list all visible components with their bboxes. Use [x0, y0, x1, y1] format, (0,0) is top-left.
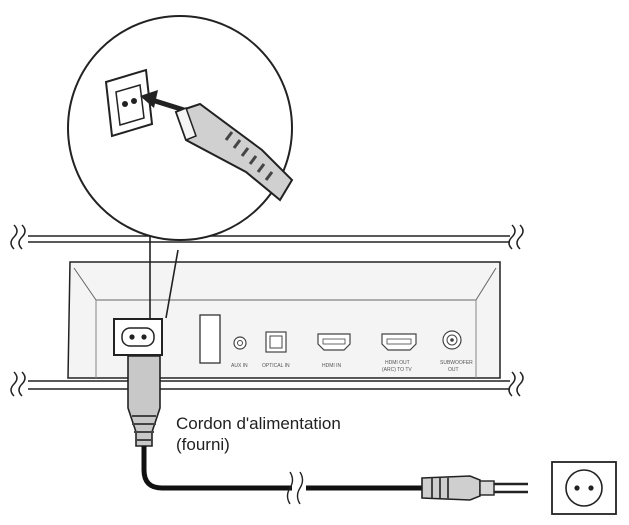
aux-in-jack-icon	[233, 336, 247, 350]
ac-inlet-icon	[113, 318, 163, 356]
optical-in-port-icon	[265, 331, 287, 353]
zoom-circle	[67, 15, 293, 241]
magnified-plug-icon	[174, 102, 294, 202]
break-mark-icon	[10, 224, 524, 397]
hdmi-in-port-icon	[317, 333, 351, 351]
hdmi-in-label: HDMI IN	[322, 363, 342, 369]
callout-line-2: (fourni)	[176, 435, 230, 454]
subwoofer-label-1: SUBWOOFER	[440, 360, 473, 366]
soundbar-rear: AUX IN OPTICAL IN HDMI IN HDMI OUT (ARC)…	[10, 224, 524, 397]
optical-in-label: OPTICAL IN	[262, 363, 290, 369]
hdmi-out-port-icon	[381, 333, 417, 351]
wall-plug-icon	[421, 475, 528, 501]
aux-in-label: AUX IN	[231, 363, 248, 369]
hdmi-out-label-1: HDMI OUT	[385, 360, 410, 366]
hdmi-out-label-2: (ARC) TO TV	[382, 367, 412, 373]
panel-bevel	[73, 267, 497, 301]
subwoofer-label-2: OUT	[448, 367, 459, 373]
subwoofer-out-jack-icon	[442, 330, 462, 350]
wall-outlet-icon	[551, 461, 617, 515]
power-cord-callout: Cordon d'alimentation (fourni)	[176, 413, 341, 455]
magnified-callout	[67, 15, 294, 319]
callout-line-1: Cordon d'alimentation	[176, 414, 341, 433]
soundbar-edges	[28, 235, 510, 390]
power-cord	[127, 355, 528, 505]
switch-slot	[199, 314, 221, 364]
magnified-inlet-icon	[104, 68, 154, 138]
insert-arrow-icon	[140, 90, 185, 113]
